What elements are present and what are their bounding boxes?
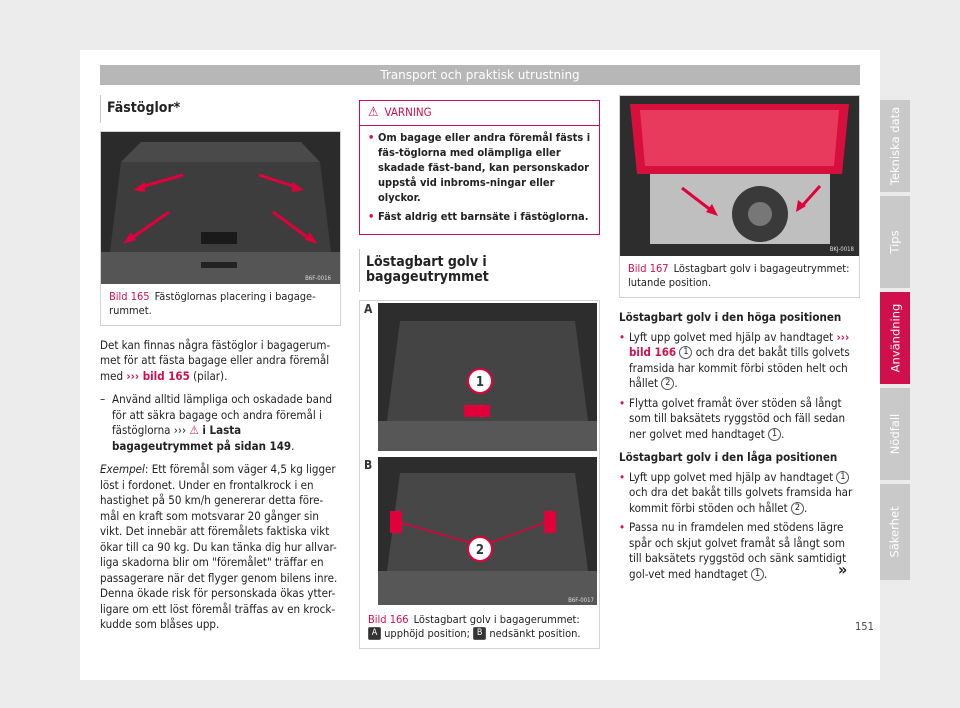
marker-2: 2 [476,543,484,558]
tab-tekniska-data[interactable]: Tekniska data [880,100,910,192]
section-title-golv: Löstagbart golv i bagageutrymmet [359,248,600,292]
warning-body: •Om bagage eller andra föremål fästs i f… [368,130,591,223]
figure-code: B6F-0017 [568,597,594,604]
page-header: Transport och praktisk utrustning [100,65,860,85]
subheading-low-position: Löstagbart golv i den låga positionen [619,450,838,464]
page-number: 151 [855,620,874,633]
figure-link[interactable]: ››› bild 165 [126,368,190,383]
trunk-photo-166: 1 A 2 B B6F-0017 [360,300,599,607]
figure-code: BKJ-0018 [830,246,855,253]
figure-link[interactable]: ››› bild 166 [629,329,850,360]
figure-code: B6F-0016 [305,275,331,282]
section-title-fastoglor: Fästöglor* [100,95,341,123]
column-2: ⚠ VARNING •Om bagage eller andra föremål… [359,95,600,649]
continue-marker: » [838,560,848,579]
trunk-photo-167: BKJ-0018 [620,96,859,256]
cross-reference-link[interactable]: i Lasta bagageutrymmet på sidan 149 [112,423,292,453]
warning-triangle-icon: ⚠ [368,105,379,120]
list-item: – Använd alltid lämpliga och oskadade ba… [100,392,333,453]
warning-header: ⚠ VARNING [360,101,599,126]
subheading-high-position: Löstagbart golv i den höga positionen [619,310,842,324]
panel-label-b: B [364,458,372,472]
marker-1: 1 [476,375,484,390]
tab-anvandning[interactable]: Användning [880,292,910,384]
list-item: •Passa nu in framdelen med stödens lägre… [619,520,847,581]
tab-tips[interactable]: Tips [880,196,910,288]
list-item: •Lyft upp golvet med hjälp av handtaget … [619,469,853,515]
tab-nodfall[interactable]: Nödfall [880,388,910,480]
paragraph-intro: Det kan finnas några fästöglor i bagager… [100,337,331,383]
warning-box: ⚠ VARNING •Om bagage eller andra föremål… [359,100,600,235]
trunk-photo-165: B6F-0016 [101,131,340,284]
paragraph-example: Exempel: Ett föremål som väger 4,5 kg li… [100,462,338,631]
list-item: •Lyft upp golvet med hjälp av handtaget … [619,329,850,390]
panel-label-a: A [364,302,373,316]
warning-triangle-icon: ⚠ [189,423,199,437]
list-item: •Flytta golvet framåt över stöden så lån… [619,395,846,441]
tab-sakerhet[interactable]: Säkerhet [880,484,910,580]
